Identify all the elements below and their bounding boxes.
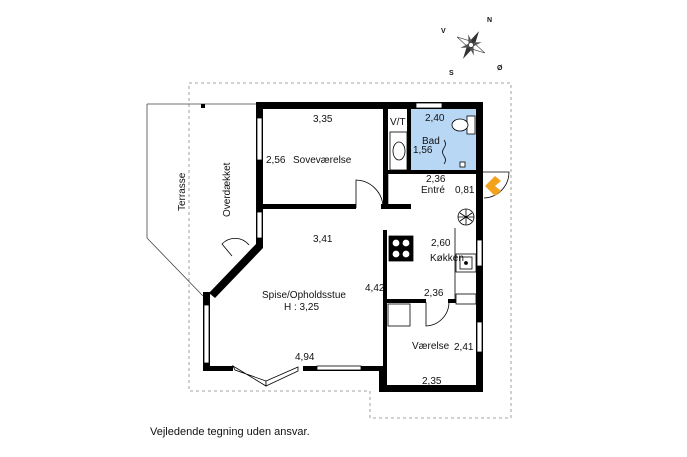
compass-v: V	[441, 28, 446, 35]
terrasse-label: Terrasse	[177, 172, 188, 211]
overdaekket-label: Overdækket	[222, 162, 233, 217]
kitchen-name: Køkken	[430, 253, 464, 264]
bath-width: 2,40	[425, 113, 445, 124]
door-swings	[221, 171, 510, 327]
room-depth: 2,41	[454, 342, 474, 353]
room-width: 2,35	[422, 376, 442, 387]
washbasin	[392, 141, 406, 161]
living-depth: 4,42	[365, 283, 385, 294]
stove	[388, 235, 414, 262]
bath-name: Bad	[422, 136, 440, 147]
vt-label: V/T	[390, 117, 406, 128]
plot-boundary	[188, 82, 512, 419]
shower-drain	[459, 161, 466, 168]
entrance-arrow-icon	[485, 176, 501, 196]
hall-width: 2,36	[426, 174, 446, 185]
hall-depth: 0,81	[455, 185, 475, 196]
bedroom-name: Soveværelse	[293, 155, 352, 166]
compass-rose-icon	[456, 31, 486, 59]
living-name: Spise/Opholdsstue	[262, 290, 346, 301]
bath-depth: 1,56	[413, 145, 433, 156]
hall-name: Entré	[421, 185, 445, 196]
chimney-marker	[201, 104, 205, 108]
toilet-bowl	[451, 118, 469, 132]
bathroom-floor	[410, 109, 476, 170]
room-name: Værelse	[412, 341, 450, 352]
kitchen-width: 2,60	[431, 238, 451, 249]
disclaimer-text: Vejledende tegning uden ansvar.	[150, 426, 310, 438]
wardrobe	[387, 303, 411, 327]
bedroom-depth: 2,56	[266, 155, 286, 166]
compass-s: S	[449, 70, 454, 77]
walls	[203, 102, 483, 392]
fixtures	[387, 115, 477, 327]
living-height: H : 3,25	[284, 302, 319, 313]
compass-o: Ø	[497, 65, 503, 72]
shower-curtain	[442, 139, 446, 165]
kitchen-depth: 2,36	[424, 288, 444, 299]
living-bottom-width: 4,94	[295, 352, 315, 363]
bedroom-width: 3,35	[313, 114, 333, 125]
fridge	[455, 293, 477, 305]
windows	[203, 102, 483, 387]
compass-n: N	[487, 17, 492, 24]
living-width: 3,41	[313, 234, 333, 245]
